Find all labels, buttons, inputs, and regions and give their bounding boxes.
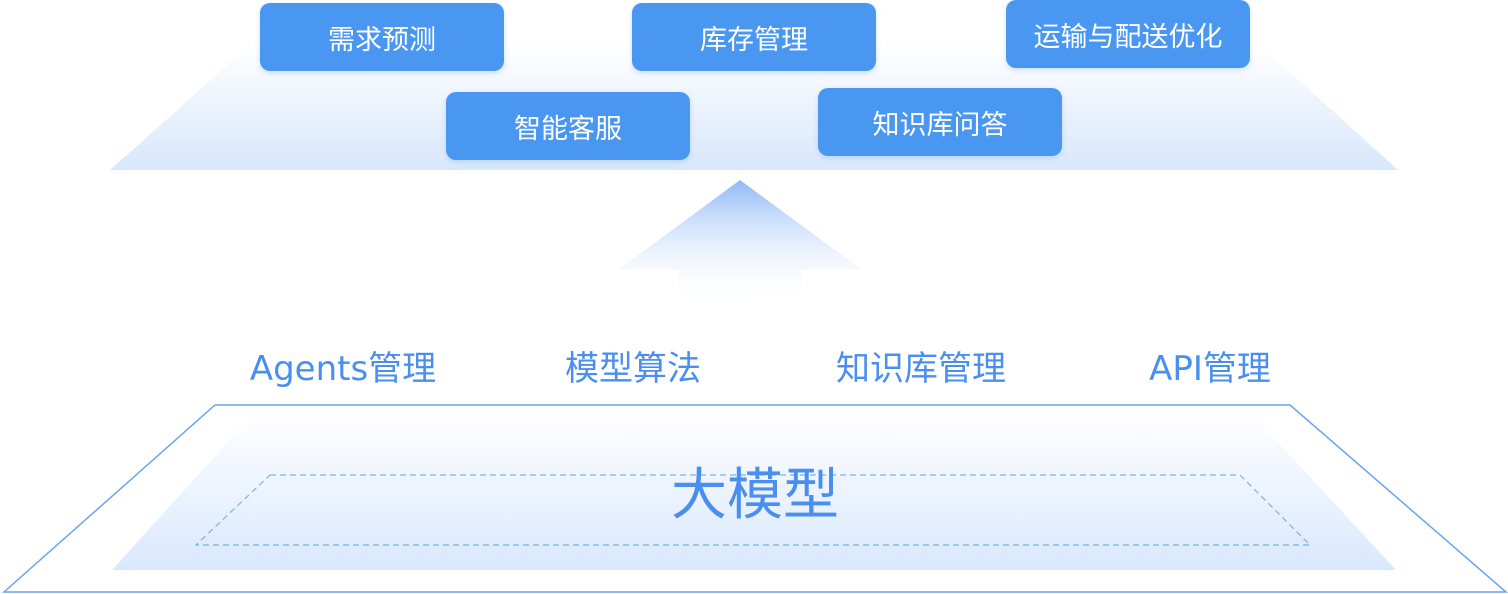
base-platform (112, 412, 1396, 570)
up-arrow (618, 180, 862, 305)
inventory-management-button[interactable]: 库存管理 (632, 3, 876, 71)
large-model-label: 大模型 (671, 462, 839, 528)
agents-management-label: Agents管理 (218, 330, 468, 400)
smart-customer-service-button[interactable]: 智能客服 (446, 92, 690, 160)
model-algorithm-label: 模型算法 (508, 330, 758, 400)
transport-delivery-optimization-button[interactable]: 运输与配送优化 (1006, 0, 1250, 68)
knowledge-base-qa-button[interactable]: 知识库问答 (818, 88, 1062, 156)
knowledge-base-management-label: 知识库管理 (796, 330, 1046, 400)
demand-forecast-button[interactable]: 需求预测 (260, 3, 504, 71)
api-management-label: API管理 (1085, 330, 1335, 400)
top-platform (110, 45, 1398, 170)
base-outline (2, 404, 1508, 593)
